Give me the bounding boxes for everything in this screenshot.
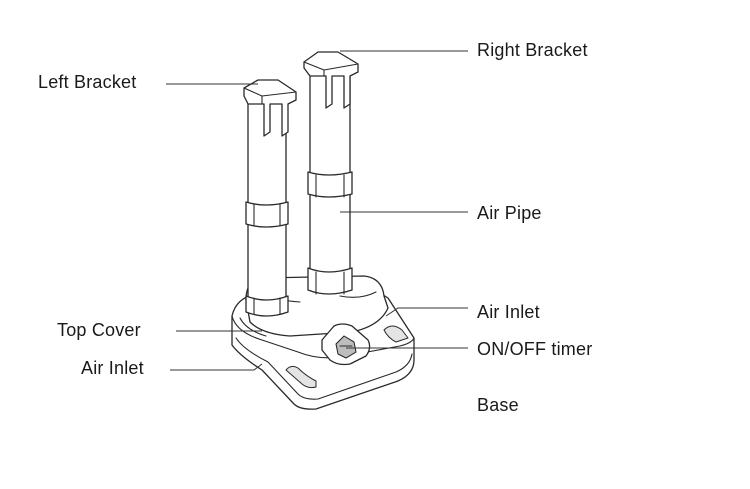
- label-top-cover: Top Cover: [57, 320, 141, 340]
- label-air-inlet-right: Air Inlet: [477, 302, 540, 322]
- left-air-pipe: [245, 93, 289, 317]
- right-bracket: [303, 51, 359, 109]
- label-left-bracket: Left Bracket: [38, 72, 137, 92]
- right-air-pipe: [307, 67, 353, 295]
- label-air-inlet-left: Air Inlet: [81, 358, 144, 378]
- label-air-pipe: Air Pipe: [477, 203, 542, 223]
- left-bracket: [243, 79, 297, 137]
- label-base: Base: [477, 395, 519, 415]
- label-on-off-timer: ON/OFF timer: [477, 339, 593, 359]
- leader-air-inlet-left: [170, 363, 263, 371]
- leader-air-inlet-right: [385, 307, 468, 317]
- label-right-bracket: Right Bracket: [477, 40, 588, 60]
- on-off-timer: [321, 323, 371, 366]
